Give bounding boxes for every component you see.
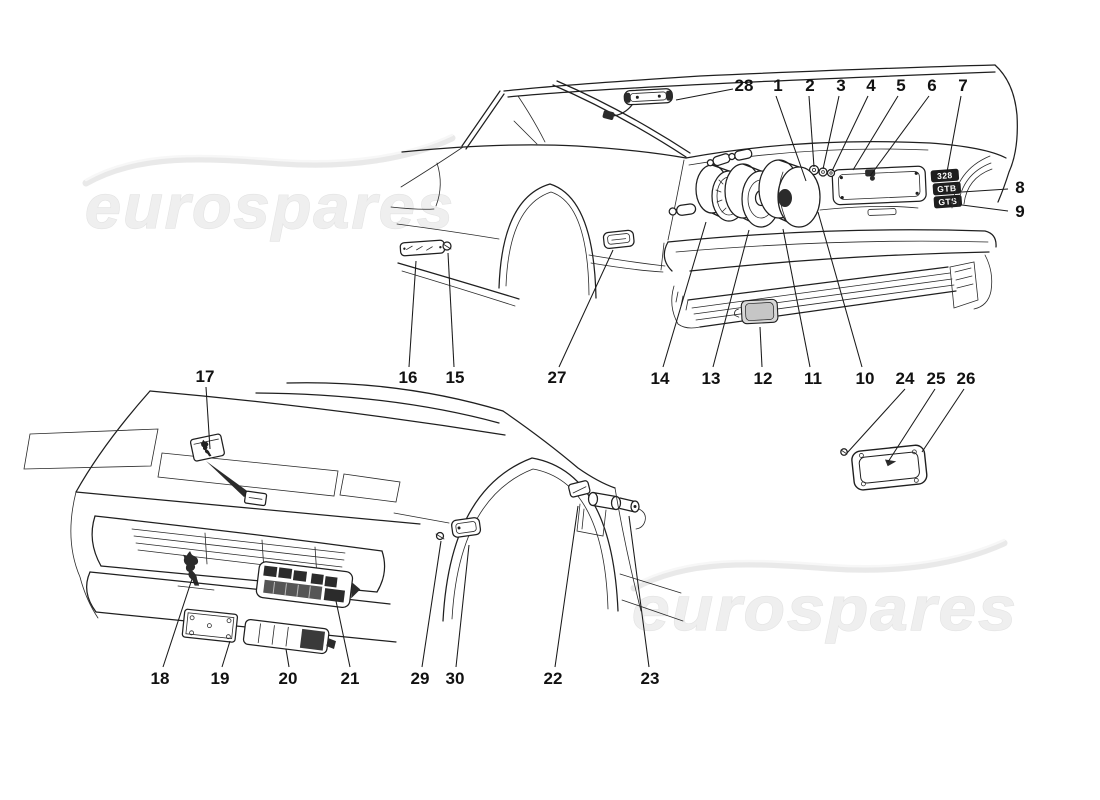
- gasket-wedge-mark: [884, 459, 897, 467]
- watermark-top-left: eurospares: [82, 133, 456, 243]
- callout-number-8: 8: [1015, 178, 1024, 197]
- callout-number-19: 19: [211, 669, 230, 688]
- watermark-text: eurospares: [85, 173, 455, 242]
- leader-line-20: [285, 648, 290, 668]
- leader-line-7: [946, 95, 962, 173]
- leader-line-26: [921, 388, 965, 453]
- hood-badge: [189, 433, 225, 462]
- leader-line-17: [205, 386, 211, 450]
- moulding-screw: [442, 241, 452, 251]
- callout-number-2: 2: [805, 76, 814, 95]
- badge-gtb: GTB: [932, 181, 962, 196]
- watermark-bottom-right: eurospares: [630, 538, 1018, 645]
- leader-line-4: [831, 95, 869, 172]
- badge-mount-plate: [243, 490, 268, 507]
- leader-line-6: [869, 95, 930, 177]
- badge-328: 328: [930, 168, 960, 183]
- leader-line-30: [455, 544, 470, 668]
- courtesy-light: [602, 88, 673, 120]
- marker-screw: [435, 531, 445, 541]
- callout-number-24: 24: [896, 369, 915, 388]
- lamp-bulb-hole: [778, 189, 792, 207]
- watermark-swoosh-highlight: [632, 538, 1006, 587]
- badge-mount-wedge: [206, 461, 250, 497]
- leader-line-28: [675, 88, 734, 101]
- watermark-swoosh: [630, 539, 1008, 592]
- badge-gtb-text: GTB: [937, 183, 957, 194]
- leader-line-27: [558, 249, 614, 368]
- leader-line-12: [759, 326, 763, 368]
- callout-number-12: 12: [754, 369, 773, 388]
- callout-number-15: 15: [446, 368, 465, 387]
- callout-number-14: 14: [651, 369, 670, 388]
- callout-number-23: 23: [641, 669, 660, 688]
- callout-number-20: 20: [279, 669, 298, 688]
- badge-gts: GTS: [933, 194, 963, 209]
- callout-number-18: 18: [151, 669, 170, 688]
- license-plate-recess: [831, 165, 927, 206]
- callout-number-22: 22: [544, 669, 563, 688]
- leader-line-14: [662, 221, 707, 368]
- leader-line-29: [421, 540, 442, 668]
- callout-number-17: 17: [196, 367, 215, 386]
- leader-line-9: [961, 204, 1009, 212]
- callout-number-30: 30: [446, 669, 465, 688]
- callout-number-28: 28: [735, 76, 754, 95]
- recess-clip: [865, 169, 876, 177]
- callout-number-7: 7: [958, 76, 967, 95]
- callout-number-21: 21: [341, 669, 360, 688]
- leader-line-24: [846, 388, 906, 454]
- leader-line-13: [712, 229, 750, 368]
- leader-line-8: [961, 188, 1009, 193]
- leader-line-3: [822, 95, 840, 170]
- leader-line-23: [628, 515, 650, 668]
- leader-line-18: [162, 578, 193, 668]
- license-plate-gasket-drawing: [840, 444, 928, 491]
- badge-gts-text: GTS: [938, 196, 958, 207]
- front-indicator-lamp: [242, 618, 336, 655]
- callout-number-3: 3: [836, 76, 845, 95]
- leader-line-10: [817, 211, 863, 368]
- callout-number-25: 25: [927, 369, 946, 388]
- gasket-screw: [840, 448, 848, 456]
- leader-line-19: [221, 640, 231, 668]
- leader-line-1: [775, 95, 807, 182]
- callout-number-9: 9: [1015, 202, 1024, 221]
- callout-number-13: 13: [702, 369, 721, 388]
- front-car-drawing: [23, 382, 684, 655]
- side-moulding-strip: [399, 239, 446, 257]
- watermark-text: eurospares: [632, 575, 1018, 644]
- side-repeater-lamp: [568, 480, 646, 537]
- callout-number-29: 29: [411, 669, 430, 688]
- leader-line-25: [887, 388, 936, 463]
- callout-number-11: 11: [804, 369, 822, 388]
- leader-line-21: [335, 600, 351, 668]
- rear-car-drawing: 328 GTB GTS: [390, 64, 1018, 329]
- callout-number-26: 26: [957, 369, 976, 388]
- front-side-marker-lamp: [451, 517, 482, 538]
- leader-line-5: [852, 95, 899, 171]
- badge-328-text: 328: [937, 170, 953, 181]
- callout-number-10: 10: [856, 369, 875, 388]
- tail-lamp-cluster: [668, 148, 821, 228]
- lamp-backing-plate: [181, 608, 239, 643]
- callout-number-1: 1: [773, 76, 782, 95]
- callout-number-27: 27: [548, 368, 567, 387]
- license-plate-light: [734, 298, 779, 325]
- callout-number-16: 16: [399, 368, 418, 387]
- callout-number-4: 4: [866, 76, 876, 95]
- leader-line-15: [447, 252, 455, 368]
- front-lamp-unit: [255, 561, 361, 609]
- leader-line-2: [808, 95, 815, 168]
- watermark-swoosh: [82, 134, 456, 187]
- leader-line-22: [554, 505, 579, 668]
- leader-line-16: [408, 260, 417, 368]
- rear-side-marker-lamp: [602, 229, 635, 250]
- callout-number-6: 6: [927, 76, 936, 95]
- callout-number-5: 5: [896, 76, 905, 95]
- leader-line-11: [782, 228, 811, 368]
